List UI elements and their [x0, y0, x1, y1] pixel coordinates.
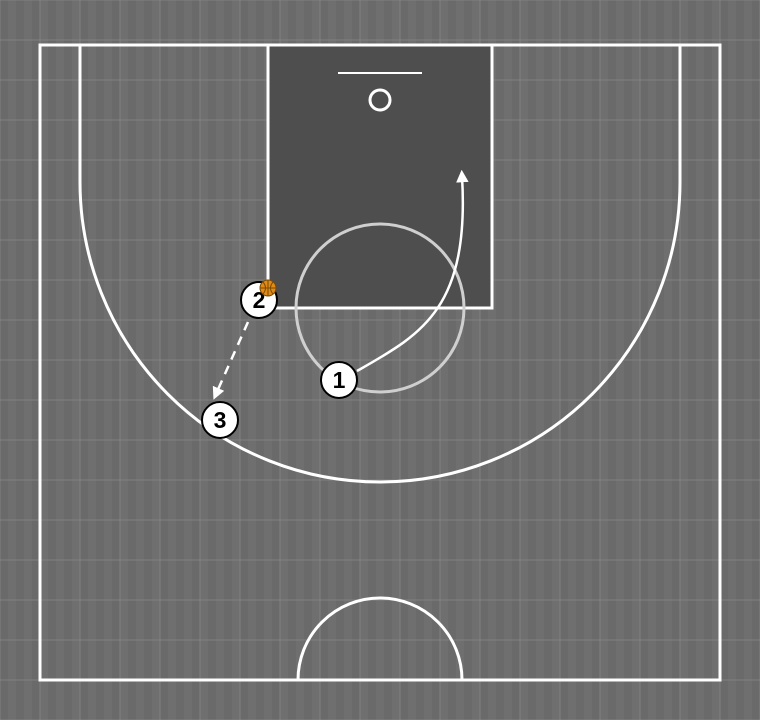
lane-lines [266, 45, 494, 310]
player-label: 1 [333, 367, 346, 393]
paint-area [268, 45, 492, 308]
player-circle [320, 361, 358, 399]
player-marker-2: 2 [240, 281, 278, 319]
player-marker-1: 1 [320, 361, 358, 399]
pass-path-2-to-3 [212, 321, 250, 400]
player-marker-3: 3 [201, 401, 239, 439]
court-lines [38, 43, 722, 682]
three-point-line [78, 45, 682, 484]
cut-path-player-1 [356, 169, 469, 373]
player-label: 3 [214, 407, 227, 433]
center-circle [296, 596, 464, 681]
rim [368, 88, 392, 112]
court-boundary [38, 43, 722, 682]
basketball-icon [259, 279, 277, 297]
player-circle [201, 401, 239, 439]
free-throw-circle [294, 222, 466, 394]
